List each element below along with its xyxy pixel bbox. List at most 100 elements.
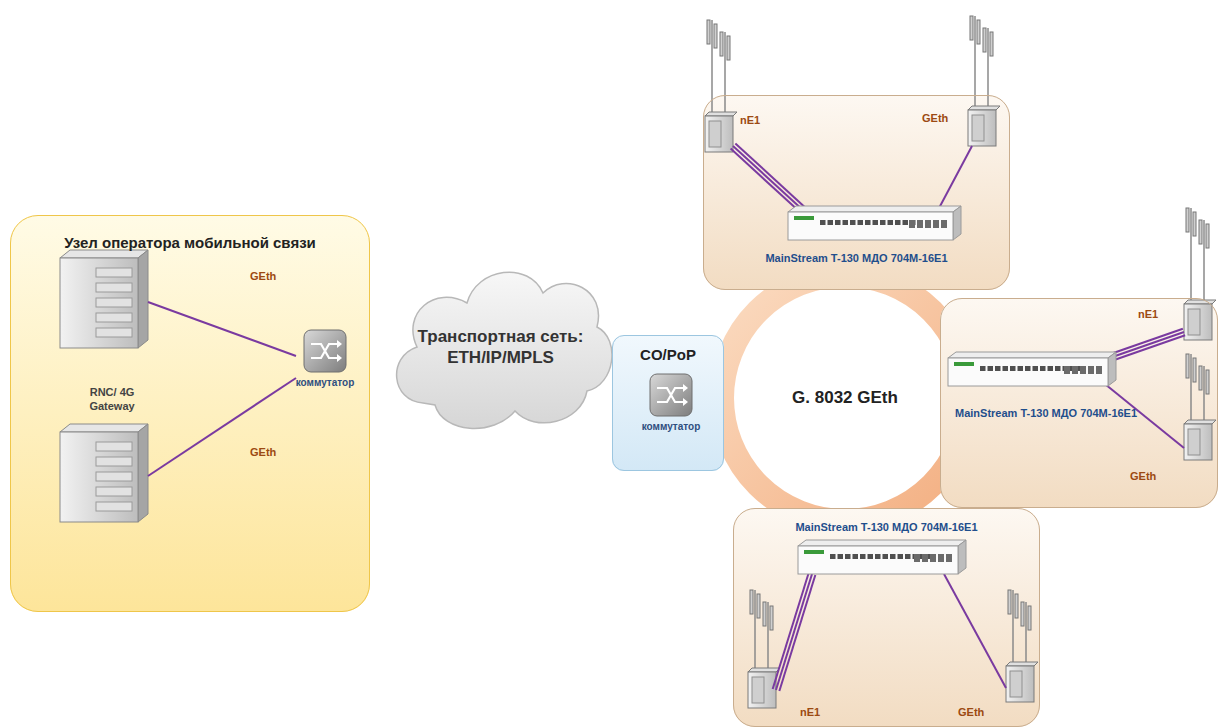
device-port [843,220,849,225]
device-sfp [938,554,944,562]
antenna-mast [1025,602,1027,662]
equipment-art [60,16,1216,708]
device-sfp [930,554,936,562]
node-text: MainStream T-130 МДО 704М-16Е1 [955,407,1217,420]
ring-center: G. 8032 GEth [745,298,945,498]
e1-link [779,575,815,691]
device-port [1003,366,1009,371]
device-sfp [1088,366,1094,374]
antenna-mast [1190,208,1192,300]
device-port [1033,366,1039,371]
mainstream-device [788,206,961,240]
antenna-mast [1203,220,1205,300]
interface-label: GEth [922,112,948,126]
device-front [788,212,953,240]
server-front [60,432,138,522]
device-sfp [925,220,931,228]
server-side [138,424,148,522]
device-side [1108,352,1116,386]
device-sfp [933,220,939,228]
mainstream-device [948,352,1116,386]
server-top [60,250,148,258]
access-site: MainStream T-130 МДО 704М-16Е1 [733,508,1040,727]
device-port [1055,366,1061,371]
geth-link [148,302,296,356]
server-bay [96,487,132,496]
interface-label: GEth [250,446,276,460]
node-text: Узел оператора мобильной связи [17,234,363,252]
cabinet-top [748,668,780,672]
antenna-panel [1199,366,1202,390]
device-sfp [917,220,923,228]
operator-site: Узел оператора мобильной связикоммутатор [10,215,370,612]
antenna-panel [1008,590,1011,614]
box-fill [703,95,1010,290]
interface-label: nE1 [800,706,820,720]
device-port [828,220,834,225]
device-sfp [914,554,920,562]
box-fill [10,215,370,612]
antenna-panel [1206,224,1209,248]
device-port [850,220,856,225]
node-text: Транспортная сеть: ETH/IP/MPLS [413,327,588,368]
e1-link [731,149,803,215]
server-front [60,258,138,348]
antenna-panel [1193,212,1196,236]
antenna-panel [714,24,717,48]
antenna-panel [977,20,980,44]
base-station [748,590,780,708]
cabinet-door [972,115,984,141]
device-port [858,220,864,225]
base-station [1184,208,1216,340]
device-port [830,554,836,559]
device-port [820,220,826,225]
device-logo [794,216,814,220]
device-port [835,220,841,225]
device-port [890,554,896,559]
cabinet-top [1184,300,1216,304]
e1-link [735,143,807,209]
device-port [888,220,894,225]
antenna-panel [1199,220,1202,244]
device-top [788,206,961,212]
device-sfp [909,220,915,228]
cabinet-body [748,672,776,708]
device-logo [954,362,974,366]
box-fill [612,335,724,471]
device-sfp [946,554,952,562]
base-station [1184,354,1216,460]
device-port [903,220,909,225]
device-port [865,220,871,225]
antenna-mast [754,590,756,668]
server-icon [60,424,148,522]
device-port [853,554,859,559]
geth-link [944,574,1006,688]
switch-body [650,374,692,416]
e1-link [776,574,812,690]
antenna-panel [1015,594,1018,618]
antenna-panel [1021,602,1024,626]
antenna-panel [750,590,753,614]
cabinet-body [1184,424,1212,460]
device-port [1040,366,1046,371]
device-sfp [941,220,947,228]
antenna-panel [1186,354,1189,378]
device-port [980,366,986,371]
server-side [138,250,148,348]
cabinet-door [1188,309,1200,335]
node-text: CO/PoP [619,346,717,364]
device-port [1018,366,1024,371]
base-station [705,20,737,152]
interface-label: GEth [1130,470,1156,484]
interface-label: nE1 [1138,308,1158,322]
server-bay [96,283,132,292]
device-port [995,366,1001,371]
base-station [1006,590,1038,702]
switch-heads [337,340,342,362]
switch-node: коммутатор [636,372,706,448]
node-text: G. 8032 GEth [792,388,898,408]
device-port [1010,366,1016,371]
device-port [838,554,844,559]
device-port [905,554,911,559]
device-port [845,554,851,559]
